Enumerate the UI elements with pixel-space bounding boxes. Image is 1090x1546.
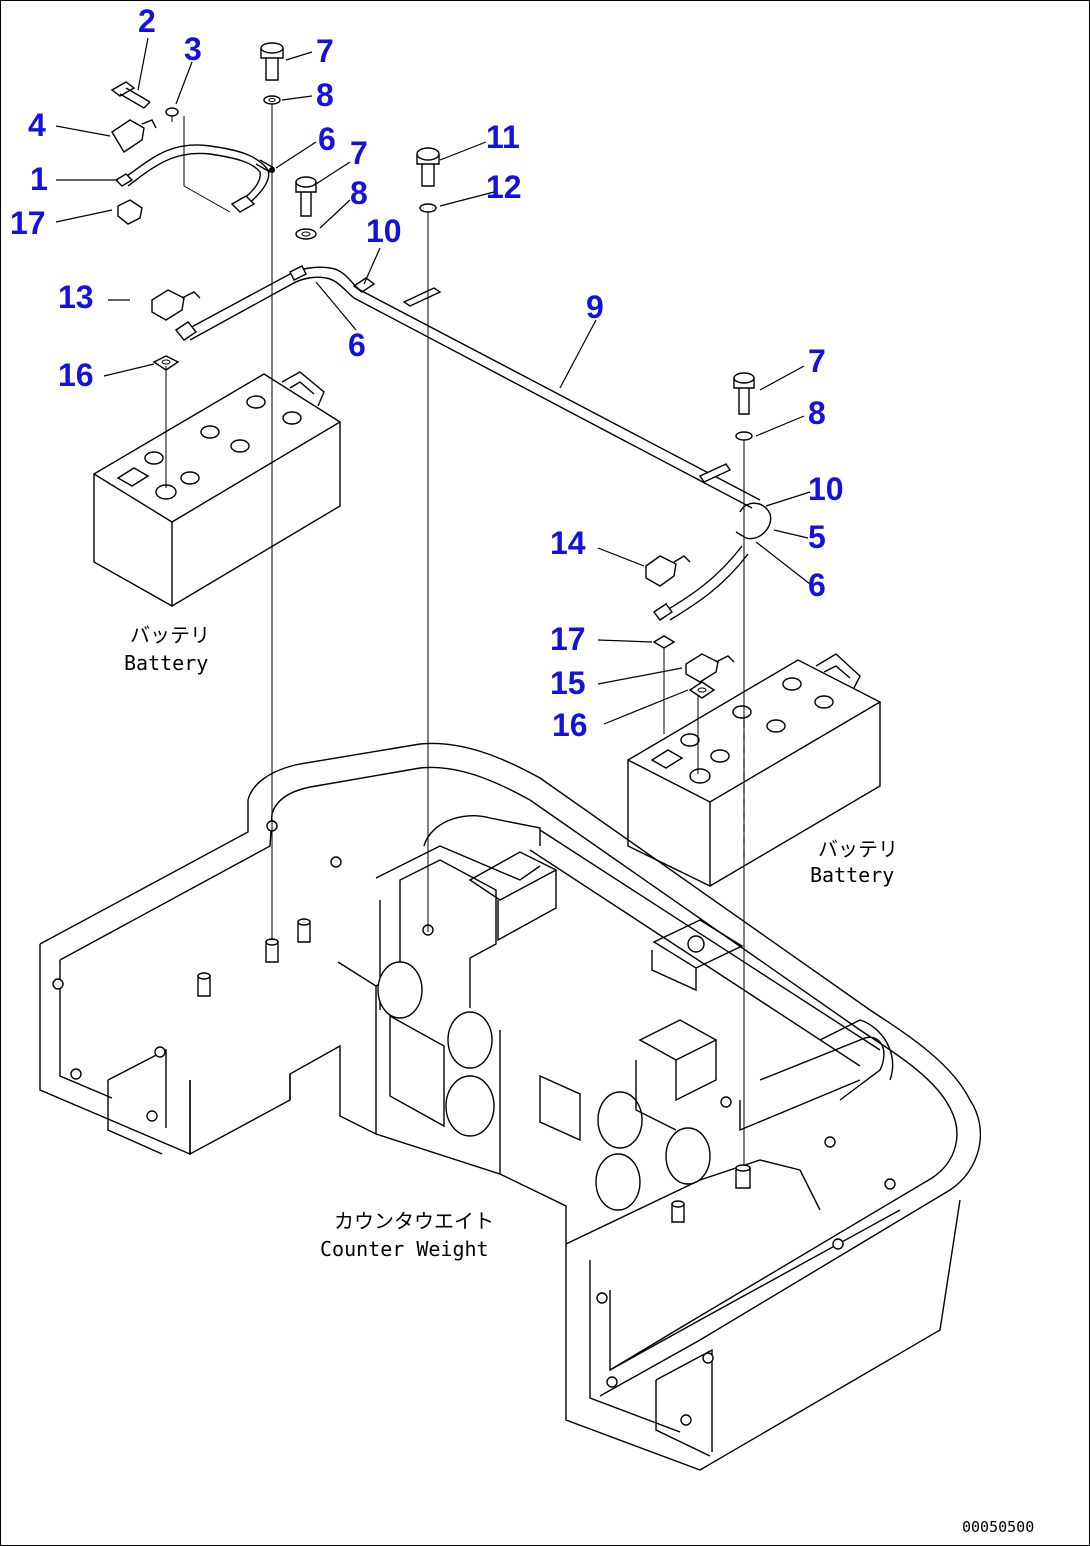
callout-10: 10	[366, 213, 402, 249]
captions: バッテリ Battery バッテリ Battery カウンタウエイト Count…	[124, 623, 1034, 1536]
callout-5: 5	[808, 519, 826, 555]
counterweight-label-en: Counter Weight	[320, 1237, 489, 1261]
battery-left-label-jp: バッテリ	[130, 623, 210, 647]
callout-6: 6	[808, 567, 826, 603]
callout-15: 15	[550, 665, 586, 701]
callout-8: 8	[808, 395, 826, 431]
cable-assembly-left	[110, 81, 275, 225]
callout-7: 7	[316, 33, 334, 69]
battery-right-label-jp: バッテリ	[818, 837, 898, 861]
alignment-lines	[165, 104, 745, 1166]
callout-16: 16	[58, 357, 94, 393]
callout-16: 16	[552, 707, 588, 743]
callout-10: 10	[808, 471, 844, 507]
callout-2: 2	[138, 3, 156, 39]
battery-left	[92, 371, 342, 608]
counterweight	[39, 742, 982, 1471]
terminals-left	[151, 289, 201, 371]
callout-13: 13	[58, 279, 94, 315]
counterweight-label-jp: カウンタウエイト	[334, 1209, 494, 1233]
document-id: 00050500	[962, 1518, 1034, 1536]
callout-14: 14	[550, 525, 586, 561]
callout-6: 6	[318, 121, 336, 157]
bolt-set-11-12	[416, 147, 440, 213]
terminals-right	[645, 545, 749, 699]
long-cable-9	[174, 265, 772, 540]
callout-11: 11	[486, 119, 520, 155]
callout-9: 9	[586, 289, 604, 325]
leader-lines	[55, 37, 811, 725]
callout-8: 8	[350, 175, 368, 211]
callout-6: 6	[348, 327, 366, 363]
callout-17: 17	[550, 621, 586, 657]
callout-1: 1	[30, 161, 48, 197]
bolt-set-right	[733, 372, 755, 441]
bolt-set-mid	[295, 176, 317, 240]
callout-12: 12	[486, 169, 522, 205]
bolt-set-top	[260, 42, 284, 105]
callout-17: 17	[10, 205, 46, 241]
battery-left-label-en: Battery	[124, 651, 208, 675]
callout-3: 3	[184, 31, 202, 67]
callout-7: 7	[808, 343, 826, 379]
battery-right	[626, 653, 882, 888]
callout-8: 8	[316, 77, 334, 113]
battery-right-label-en: Battery	[810, 863, 894, 887]
callout-4: 4	[28, 107, 46, 143]
callout-labels: 2 3 7 8 4 6 7 11 1 8 12 17 10 13 9 6 16 …	[10, 3, 844, 743]
callout-7: 7	[350, 135, 368, 171]
